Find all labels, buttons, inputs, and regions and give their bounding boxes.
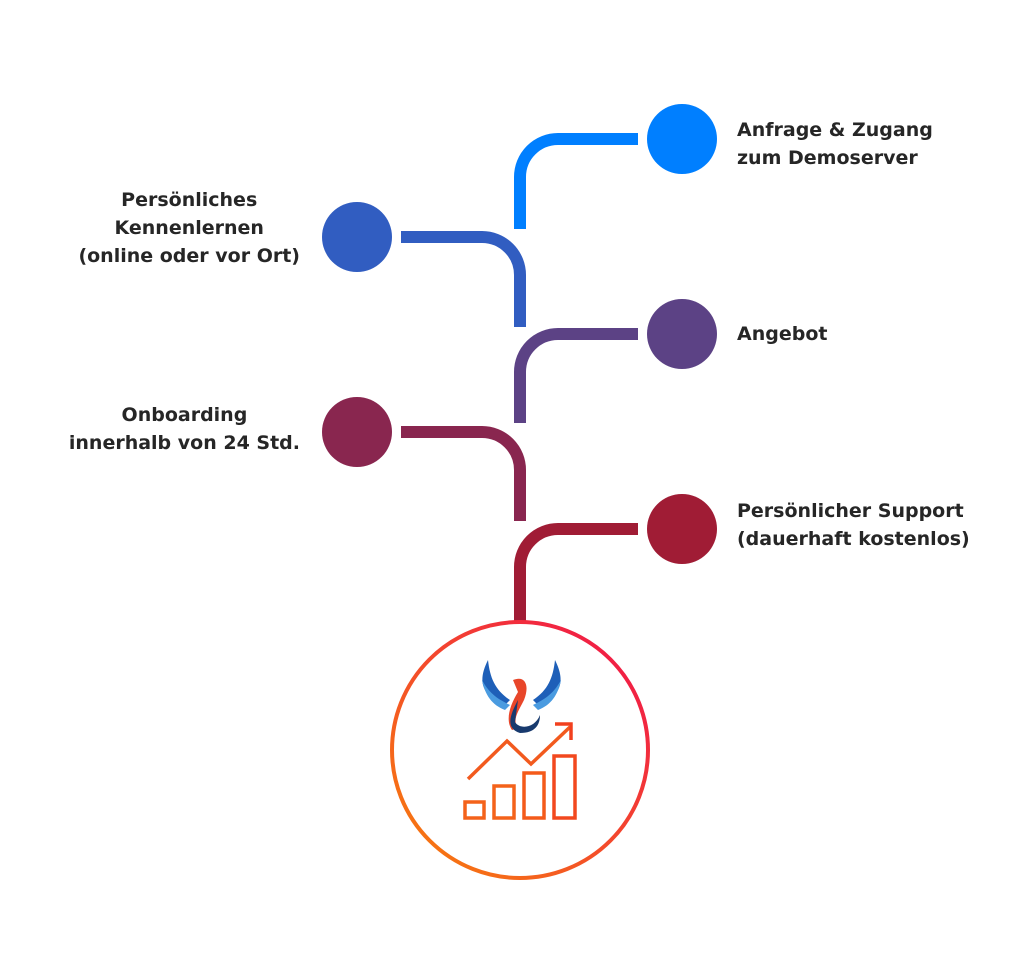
step-label-4: Onboarding innerhalb von 24 Std.: [68, 404, 300, 454]
step-label-2: Persönliches Kennenlernen (online oder v…: [78, 189, 300, 267]
step-dot-4: [322, 397, 392, 467]
connector-1: [514, 133, 638, 229]
phoenix-icon: [482, 660, 561, 733]
step-label-1: Anfrage & Zugang zum Demoserver: [737, 119, 933, 169]
growth-chart-icon: [463, 722, 577, 820]
step-dot-1: [647, 104, 717, 174]
connector-2: [401, 231, 526, 327]
connector-3: [514, 328, 638, 423]
step-dot-2: [322, 202, 392, 272]
step-label-5: Persönlicher Support (dauerhaft kostenlo…: [737, 500, 970, 550]
step-dot-3: [647, 299, 717, 369]
connector-4: [401, 426, 526, 521]
step-label-3: Angebot: [737, 323, 828, 345]
hub-ring: [390, 620, 650, 880]
step-dot-5: [647, 494, 717, 564]
connector-5: [514, 523, 638, 622]
